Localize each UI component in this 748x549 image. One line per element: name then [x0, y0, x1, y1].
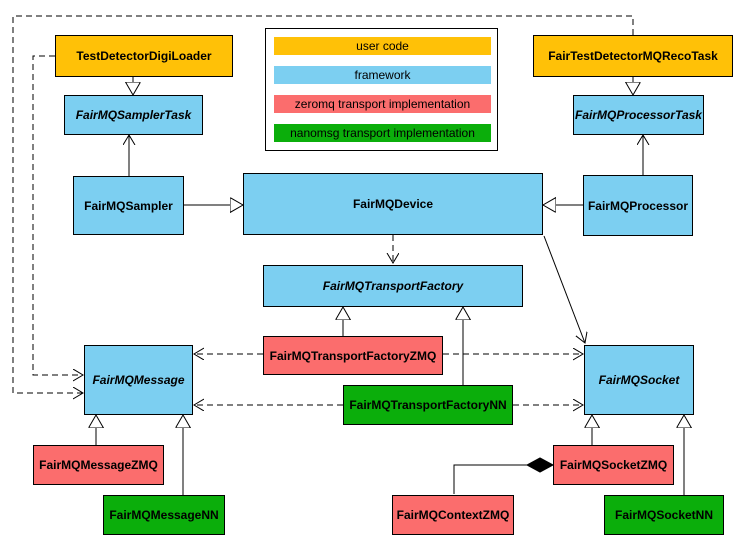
node-fairtestdetectormqrecotask: FairTestDetectorMQRecoTask	[533, 35, 733, 77]
node-fairmqprocessor: FairMQProcessor	[583, 175, 693, 236]
legend: user code framework zeromq transport imp…	[265, 28, 498, 151]
node-fairmqcontextzmq: FairMQContextZMQ	[392, 495, 514, 535]
node-fairmqsocketnn: FairMQSocketNN	[604, 495, 724, 535]
legend-item-zeromq: zeromq transport implementation	[274, 95, 491, 113]
node-fairmqtransportfactory: FairMQTransportFactory	[263, 265, 523, 307]
legend-item-user-code: user code	[274, 37, 491, 55]
node-fairmqsamplertask: FairMQSamplerTask	[64, 95, 203, 135]
node-fairmqsocketzmq: FairMQSocketZMQ	[553, 445, 674, 485]
node-testdetectordigiloader: TestDetectorDigiLoader	[55, 35, 233, 77]
legend-item-framework: framework	[274, 66, 491, 84]
composition-diamond	[525, 457, 555, 473]
node-fairmqtransportfactorynn: FairMQTransportFactoryNN	[343, 385, 513, 425]
node-fairmqmessagezmq: FairMQMessageZMQ	[33, 445, 164, 485]
edge-device-uses-socket	[543, 235, 585, 343]
node-fairmqsampler: FairMQSampler	[73, 176, 184, 235]
node-fairmqsocket: FairMQSocket	[584, 345, 694, 415]
node-fairmqmessage: FairMQMessage	[84, 345, 193, 415]
node-fairmqdevice: FairMQDevice	[243, 173, 543, 235]
edge-socketzmq-composes-contextzmq	[453, 464, 527, 494]
node-fairmqmessagenn: FairMQMessageNN	[103, 495, 225, 535]
node-fairmqprocessortask: FairMQProcessorTask	[573, 95, 704, 135]
legend-item-nanomsg: nanomsg transport implementation	[274, 124, 491, 142]
node-fairmqtransportfactoryzmq: FairMQTransportFactoryZMQ	[263, 336, 443, 375]
